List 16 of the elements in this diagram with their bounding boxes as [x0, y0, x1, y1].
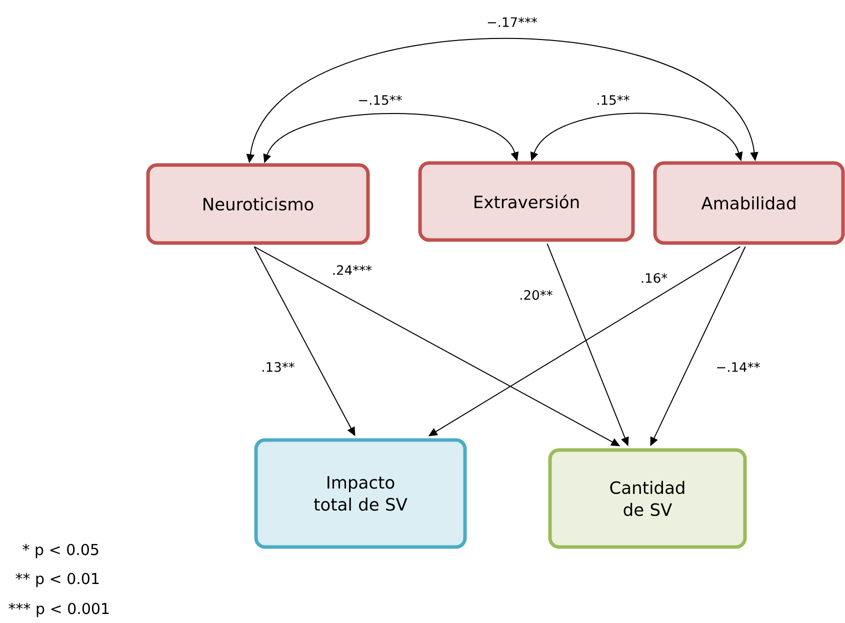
edge-label: .15**: [595, 94, 631, 106]
factor-box: Impacto total de SV: [254, 438, 467, 549]
factor-box: Cantidad de SV: [548, 448, 747, 549]
edge-label: .20**: [518, 289, 554, 301]
significance-note: *** p < 0.001: [8, 602, 109, 618]
edge-label: .13**: [260, 361, 296, 373]
edge-label: −.15**: [356, 94, 404, 106]
edge-label: −.14**: [714, 361, 762, 373]
significance-note: ** p < 0.01: [16, 572, 99, 588]
factor-box: Neuroticismo: [146, 163, 370, 245]
significance-note: * p < 0.05: [22, 544, 98, 558]
factor-box: Extraversión: [418, 161, 635, 242]
edge-label: −.17***: [485, 16, 539, 28]
edge-label: .24***: [330, 264, 374, 276]
edge-label: .16*: [639, 272, 669, 284]
factor-box: Amabilidad: [653, 161, 845, 245]
